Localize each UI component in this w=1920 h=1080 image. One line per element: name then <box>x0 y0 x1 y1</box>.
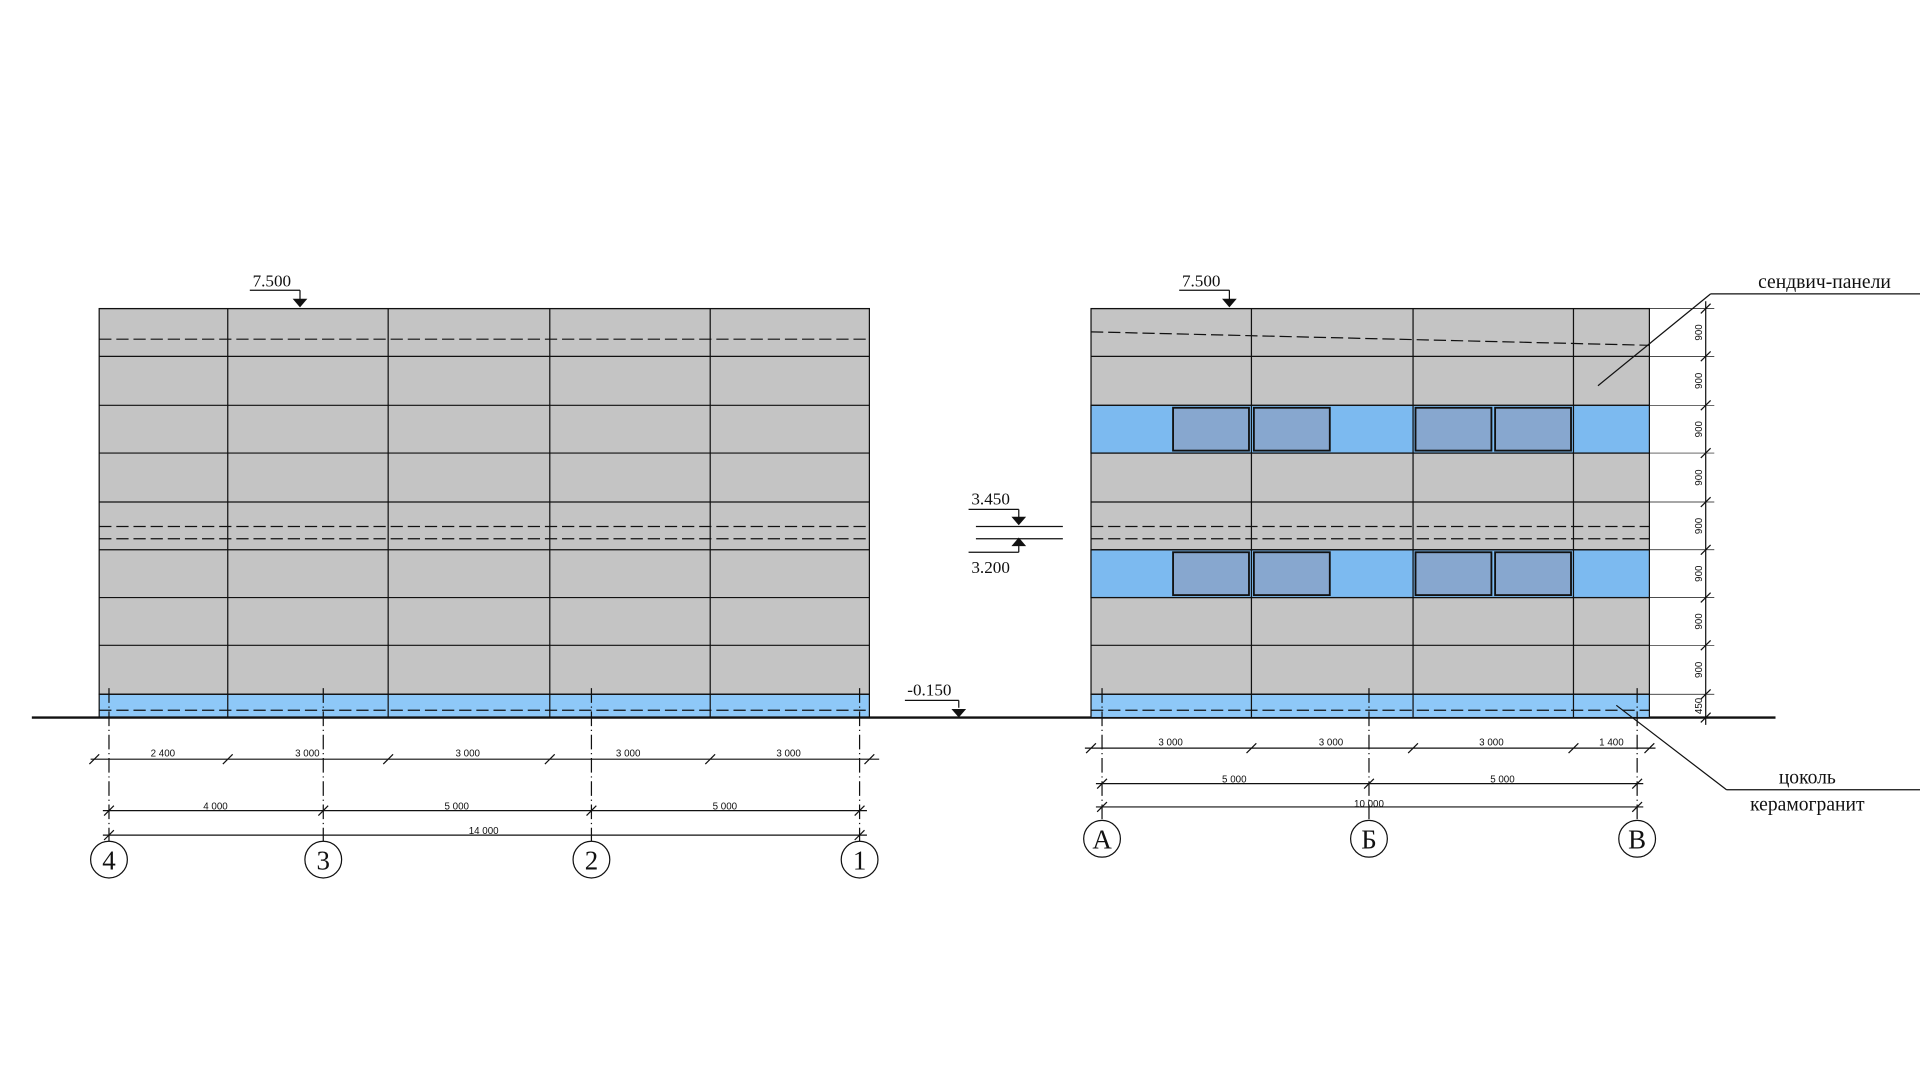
dim-tick <box>382 753 394 765</box>
leader-line <box>1597 293 1711 387</box>
panel-dim: 3 000 <box>776 749 801 760</box>
panel-dim: 2 400 <box>151 749 176 760</box>
axis-bubble <box>840 840 879 879</box>
window <box>1172 406 1250 452</box>
axis-bubble <box>1618 819 1657 858</box>
axis-bubble <box>572 840 611 879</box>
axis-label: 2 <box>585 845 598 875</box>
right-plinth <box>1090 693 1650 719</box>
panel-dim: 3 000 <box>616 749 641 760</box>
roof-slope-line <box>1091 331 1650 346</box>
axis-bubble <box>304 840 343 879</box>
dim-tick <box>586 805 597 816</box>
axis-label: 3 <box>317 845 330 875</box>
vertical-dim: 900 <box>1694 613 1705 630</box>
panel-dim: 3 000 <box>456 749 481 760</box>
dim-tick <box>704 753 716 765</box>
dim-tick <box>854 805 865 816</box>
total-dim: 14 000 <box>469 826 499 837</box>
panel-dim: 3 000 <box>1158 738 1183 749</box>
dim-tick <box>222 753 234 765</box>
axis-label: 4 <box>102 845 116 875</box>
axis-label: А <box>1092 825 1112 855</box>
vertical-dim: 450 <box>1694 697 1705 714</box>
window <box>1172 551 1250 597</box>
dim-tick <box>1363 778 1375 790</box>
label-porcelain: керамогранит <box>1750 795 1865 816</box>
axis-dim: 4 000 <box>203 801 228 812</box>
window <box>1252 406 1331 452</box>
dim-tick <box>1631 801 1643 813</box>
dim-tick <box>1568 742 1579 754</box>
window <box>1494 406 1572 452</box>
vertical-dim: 900 <box>1694 420 1705 437</box>
axis-bubble <box>1350 819 1388 858</box>
panel-dim: 1 400 <box>1599 738 1624 749</box>
dim-tick <box>1631 778 1643 790</box>
vertical-dim: 900 <box>1694 661 1705 678</box>
dim-tick <box>103 805 115 816</box>
level-mark-top-left: 7.500 <box>253 272 292 291</box>
level-mark-3200: 3.200 <box>971 558 1010 577</box>
dim-tick <box>854 829 865 841</box>
vertical-dim: 900 <box>1694 324 1705 341</box>
level-arrow-icon <box>292 298 308 308</box>
vertical-dim: 900 <box>1694 372 1705 389</box>
dim-tick <box>1644 742 1655 754</box>
panel-dim: 3 000 <box>295 749 320 760</box>
axis-dim: 5 000 <box>713 801 738 812</box>
label-sandwich-panels: сендвич-панели <box>1758 272 1891 293</box>
level-mark-ground: -0.150 <box>907 681 951 700</box>
dim-tick <box>1096 778 1108 790</box>
dim-tick <box>1096 801 1108 813</box>
dim-tick <box>864 753 875 765</box>
vertical-dim: 900 <box>1694 517 1705 534</box>
axis-label: В <box>1628 825 1646 855</box>
vertical-dim: 900 <box>1694 565 1705 582</box>
axis-label: 1 <box>853 845 866 875</box>
level-arrow-icon <box>1222 298 1237 308</box>
panel-dim: 3 000 <box>1479 738 1504 749</box>
axis-bubble <box>90 840 128 879</box>
dim-tick <box>544 753 556 765</box>
level-arrow-icon <box>951 708 967 718</box>
dim-tick <box>103 829 115 841</box>
window <box>1414 551 1493 597</box>
dim-tick <box>88 753 100 765</box>
axis-dim: 5 000 <box>1222 774 1247 785</box>
axis-dim: 5 000 <box>444 801 469 812</box>
level-arrow-icon <box>1011 537 1027 547</box>
dim-tick <box>1085 742 1097 754</box>
dim-tick <box>1246 742 1257 754</box>
panel-dim: 3 000 <box>1319 738 1344 749</box>
level-arrow-icon <box>1011 516 1027 526</box>
label-plinth: цоколь <box>1779 768 1836 789</box>
level-mark-3450: 3.450 <box>971 489 1010 508</box>
dim-tick <box>317 805 329 816</box>
window <box>1252 551 1331 597</box>
total-dim: 10 000 <box>1354 799 1384 810</box>
axis-bubble <box>1083 819 1122 858</box>
axis-dim: 5 000 <box>1490 774 1515 785</box>
dim-tick <box>1407 742 1419 754</box>
left-plinth <box>98 693 870 719</box>
window <box>1414 406 1493 452</box>
window <box>1494 551 1572 597</box>
level-mark-top-right: 7.500 <box>1182 272 1221 291</box>
vertical-dim: 900 <box>1694 469 1705 486</box>
axis-label: Б <box>1361 825 1376 855</box>
leader-line <box>1615 704 1727 791</box>
